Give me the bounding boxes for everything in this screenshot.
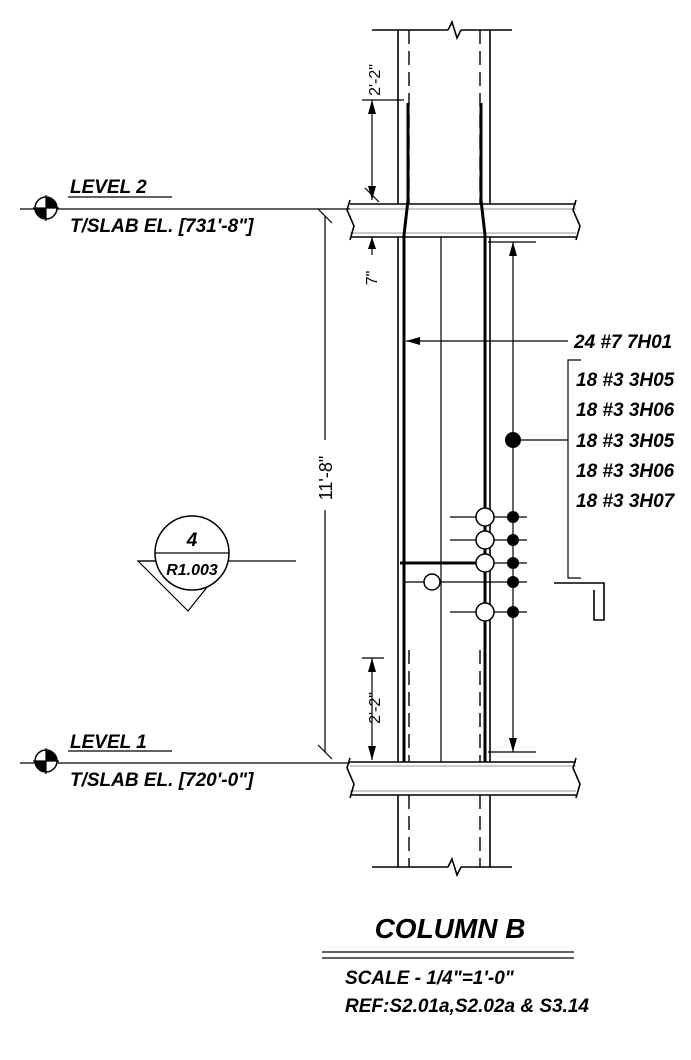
title-underline [322,951,574,959]
tie-details [400,507,527,622]
level-1-marker [33,748,172,774]
level-2-slab [20,199,581,241]
drawing-title: COLUMN B [375,913,526,944]
vertical-bar-callout: 24 #7 7H01 [573,332,672,353]
top-lap-text: 2'-2" [367,64,384,96]
column-body [397,237,491,762]
level-1-slab [20,757,581,799]
tie-callout-bracket [567,359,581,579]
tie-callout-4: 18 #3 3H06 [576,461,675,482]
hook-symbol [554,582,605,621]
column-outline-lower [372,795,512,878]
section-marker [136,515,296,612]
slab-gap-text: 7" [364,271,381,286]
level-1-elevation: T/SLAB EL. [720'-0"] [70,770,254,791]
tie-callout-3: 18 #3 3H05 [576,431,675,452]
vertical-bar-leader [406,337,568,345]
slab-gap-dimension [368,237,376,255]
drawing-scale: SCALE - 1/4"=1'-0" [345,968,515,989]
level-2-elevation: T/SLAB EL. [731'-8"] [70,216,254,237]
vertical-rebar [402,103,487,762]
top-lap-dimension [362,99,404,203]
tie-zone-dimension [488,241,568,753]
story-height-text-mask [316,440,334,510]
level-2-marker [33,195,172,221]
drawing-reference: REF:S2.01a,S2.02a & S3.14 [345,996,589,1017]
bottom-lap-text: 2'-2" [367,692,384,724]
story-height-text: 11'-8" [316,456,336,501]
section-number: 4 [186,530,198,551]
section-sheet: R1.003 [166,562,218,579]
tie-callout-1: 18 #3 3H05 [576,370,675,391]
tie-callout-5: 18 #3 3H07 [576,491,676,512]
level-2-label: LEVEL 2 [70,177,147,198]
level-1-label: LEVEL 1 [70,732,147,753]
bottom-lap-dimension [362,657,384,760]
column-outline-upper [372,19,512,204]
tie-callout-2: 18 #3 3H06 [576,400,675,421]
